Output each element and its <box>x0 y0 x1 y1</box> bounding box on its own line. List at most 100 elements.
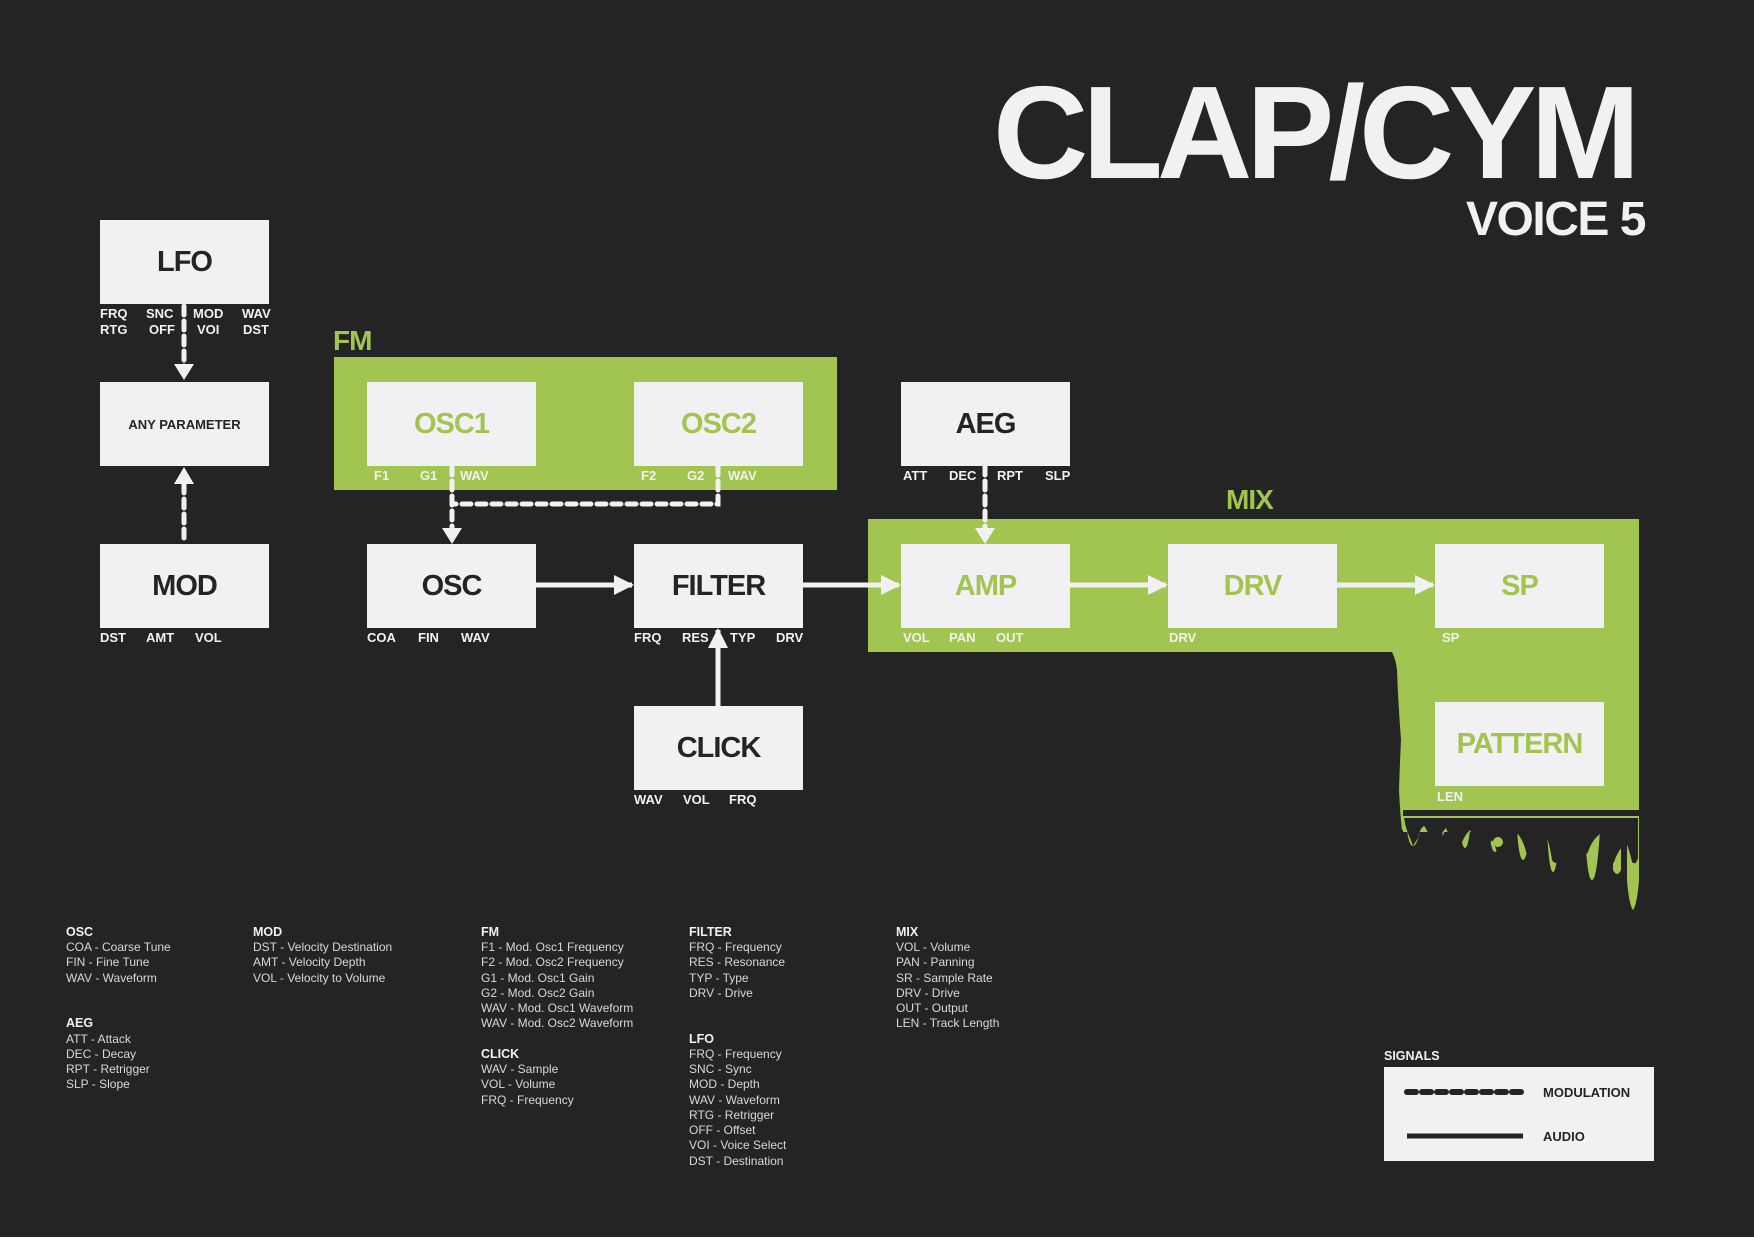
drv-block-label: DRV <box>1223 569 1283 602</box>
pattern-block: PATTERN <box>1435 702 1604 786</box>
osc2-param: F2 <box>641 468 657 483</box>
osc1-block: OSC1 <box>367 382 536 466</box>
amp-param: VOL <box>903 630 930 645</box>
lfo-param: WAV <box>242 306 271 321</box>
lfo-param: OFF <box>149 322 175 337</box>
mod-param: AMT <box>146 630 175 645</box>
legend-aeg-title: AEG <box>66 1016 94 1030</box>
audio-key-label: AUDIO <box>1543 1129 1585 1144</box>
legend-item: MOD - Depth <box>689 1077 760 1091</box>
mod-param: VOL <box>195 630 222 645</box>
audio-connections <box>536 575 1435 706</box>
legend-item: VOL - Volume <box>896 940 971 954</box>
amp-block: AMP <box>901 544 1070 628</box>
click-block: CLICK <box>634 706 803 790</box>
legend-item: G2 - Mod. Osc2 Gain <box>481 986 595 1000</box>
osc2-param: WAV <box>728 468 757 483</box>
click-param: VOL <box>683 792 710 807</box>
mix-group-label: MIX <box>1226 484 1274 515</box>
legend-item: RTG - Retrigger <box>689 1108 775 1122</box>
osc-param: COA <box>367 630 396 645</box>
legend-item: TYP - Type <box>689 971 749 985</box>
legend-item: PAN - Panning <box>896 955 975 969</box>
osc-param: WAV <box>461 630 490 645</box>
fm-group-label: FM <box>333 325 372 356</box>
filter-block: FILTER <box>634 544 803 628</box>
osc-block: OSC <box>367 544 536 628</box>
legend-item: OUT - Output <box>896 1001 968 1015</box>
page-subtitle: VOICE 5 <box>1466 193 1646 246</box>
legend-item: F1 - Mod. Osc1 Frequency <box>481 940 624 954</box>
aeg-block-label: AEG <box>955 407 1017 440</box>
legend-item: FRQ - Frequency <box>689 940 782 954</box>
sp-param: SP <box>1442 630 1460 645</box>
legend-item: WAV - Mod. Osc1 Waveform <box>481 1001 634 1015</box>
legend-item: WAV - Waveform <box>66 971 157 985</box>
filter-param: FRQ <box>634 630 662 645</box>
aeg-param: SLP <box>1045 468 1071 483</box>
filter-block-label: FILTER <box>671 569 766 602</box>
mod-block-label: MOD <box>152 569 218 602</box>
legend-item: DST - Destination <box>689 1154 784 1168</box>
legend-mix-title: MIX <box>896 925 919 939</box>
osc1-param: G1 <box>420 468 438 483</box>
click-param: WAV <box>634 792 663 807</box>
aeg-param: ATT <box>903 468 928 483</box>
lfo-param: SNC <box>146 306 174 321</box>
lfo-param: DST <box>243 322 269 337</box>
legend-item: VOL - Volume <box>481 1077 556 1091</box>
legend-item: FRQ - Frequency <box>689 1047 782 1061</box>
mod-block: MOD <box>100 544 269 628</box>
legend-click-title: CLICK <box>481 1047 520 1061</box>
legend-item: SR - Sample Rate <box>896 971 993 985</box>
legend-item: VOI - Voice Select <box>689 1138 787 1152</box>
filter-param: RES <box>682 630 709 645</box>
legend-item: COA - Coarse Tune <box>66 940 171 954</box>
legend-item: DRV - Drive <box>689 986 753 1000</box>
pattern-block-label: PATTERN <box>1456 727 1584 760</box>
filter-param: DRV <box>776 630 804 645</box>
legend-mod-title: MOD <box>253 925 283 939</box>
lfo-param: MOD <box>193 306 224 321</box>
osc1-block-label: OSC1 <box>414 407 490 440</box>
drv-block: DRV <box>1168 544 1337 628</box>
sp-block-label: SP <box>1501 569 1539 602</box>
filter-param: TYP <box>730 630 756 645</box>
osc2-block-label: OSC2 <box>681 407 757 440</box>
aeg-param: DEC <box>949 468 977 483</box>
any-parameter-block: ANY PARAMETER <box>100 382 269 466</box>
signals-key-lines <box>1404 1089 1526 1139</box>
osc2-block: OSC2 <box>634 382 803 466</box>
legend-item: ATT - Attack <box>66 1032 131 1046</box>
modulation-arrowheads <box>174 364 995 544</box>
legend-item: SNC - Sync <box>689 1062 752 1076</box>
legend-osc-title: OSC <box>66 925 94 939</box>
lfo-param: VOI <box>197 322 220 337</box>
any-parameter-label: ANY PARAMETER <box>128 416 241 432</box>
legend-item: DEC - Decay <box>66 1047 137 1061</box>
legend-item: AMT - Velocity Depth <box>253 955 366 969</box>
osc1-param: F1 <box>374 468 390 483</box>
legend-item: FIN - Fine Tune <box>66 955 150 969</box>
amp-param: PAN <box>949 630 976 645</box>
modulation-connections <box>181 303 988 541</box>
legend-item: RPT - Retrigger <box>66 1062 150 1076</box>
legend-item: DRV - Drive <box>896 986 960 1000</box>
legend-item: WAV - Mod. Osc2 Waveform <box>481 1016 634 1030</box>
legend-item: LEN - Track Length <box>896 1016 1000 1030</box>
signals-key-box: MODULATION AUDIO <box>1384 1067 1654 1161</box>
legend-item: G1 - Mod. Osc1 Gain <box>481 971 595 985</box>
page-title: CLAP/CYM <box>993 59 1640 206</box>
legend-item: VOL - Velocity to Volume <box>253 971 386 985</box>
legend-item: F2 - Mod. Osc2 Frequency <box>481 955 624 969</box>
legend-item: FRQ - Frequency <box>481 1093 574 1107</box>
legend-item: SLP - Slope <box>66 1077 130 1091</box>
click-param: FRQ <box>729 792 757 807</box>
modulation-key-label: MODULATION <box>1543 1085 1631 1100</box>
osc-param: FIN <box>418 630 439 645</box>
pattern-param: LEN <box>1437 789 1463 804</box>
aeg-block: AEG <box>901 382 1070 466</box>
aeg-param: RPT <box>997 468 1023 483</box>
